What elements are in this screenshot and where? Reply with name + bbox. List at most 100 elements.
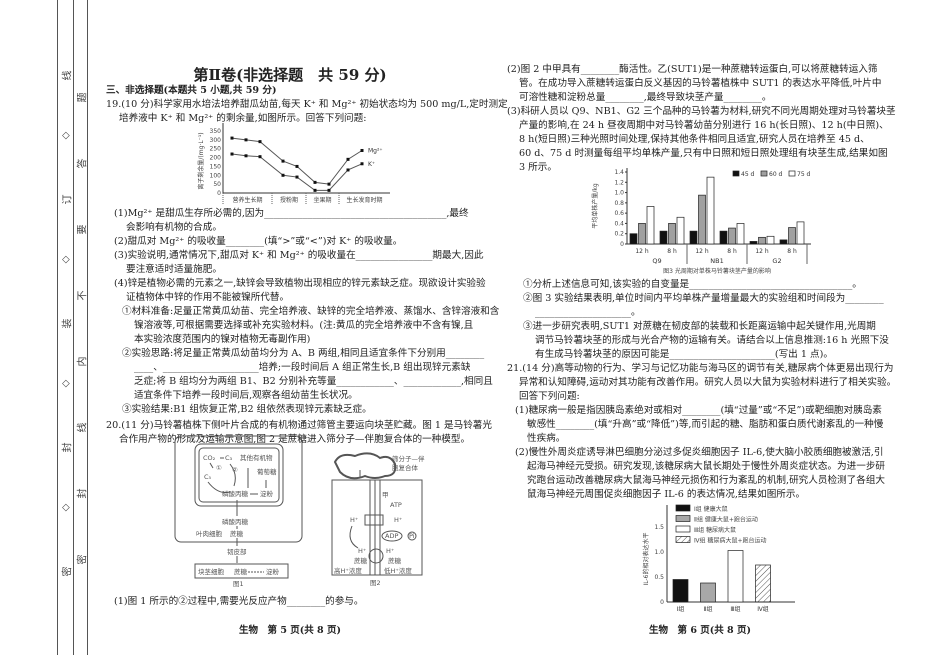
x-tick-label: 12 h — [695, 248, 709, 255]
y-tick-label: 1.5 — [654, 524, 664, 531]
page-footer-right: 生物 第 6 页(共 8 页) — [649, 625, 751, 636]
text-line: 3 所示。 — [519, 162, 557, 173]
text-line: 敏感性________(填“升高”或“降低”)等,而引起的糖、脂肪和蛋白质代谢紊… — [527, 419, 884, 430]
y-tick-label: 300 — [210, 137, 222, 144]
bar — [638, 223, 646, 245]
text-line: 究跑台运动改善糖尿病大鼠海马神经元损伤和行为紊乱的机制,研究人员检测了各组大 — [527, 475, 886, 486]
text-line: 8 h(短日照)三种光照时间处理,保持其他条件相同且适宜,研究人员在培养至 45… — [519, 134, 870, 145]
data-point — [244, 138, 248, 142]
pi-label: Pi — [409, 532, 415, 540]
high-h-concentration-label: 高H⁺浓度 — [334, 566, 362, 575]
data-point — [281, 159, 285, 163]
data-point — [295, 164, 299, 168]
text-line: ③实验结果:B1 组恢复正常,B2 组依然表现锌元素缺乏症。 — [122, 404, 372, 415]
data-point — [327, 182, 331, 186]
h-plus-label: H⁺ — [358, 547, 366, 555]
y-tick-label: 200 — [210, 155, 222, 162]
y-tick-label: 250 — [210, 146, 222, 153]
data-point — [360, 162, 364, 166]
h-plus-label: H⁺ — [350, 516, 358, 524]
binding-margin-char: ◇ — [60, 255, 72, 264]
data-point — [295, 175, 299, 179]
sucrose-left-label: 蔗糖 — [354, 556, 368, 565]
legend-label: 75 d — [797, 171, 811, 178]
series-line — [231, 153, 363, 191]
y-axis-label: 平均单株产量/kg — [591, 183, 599, 228]
text-line: 可溶性糖和淀粉总量________,最终导致块茎产量________。 — [519, 92, 772, 103]
text-line: (3)实验说明,通常情况下,甜瓜对 K⁺ 和 Mg²⁺ 的吸收量在_______… — [114, 250, 484, 261]
bar — [736, 223, 745, 245]
mesophyll-cell-label: 叶肉细胞 — [196, 529, 223, 538]
low-h-concentration-label: 低H⁺浓度 — [384, 566, 412, 575]
data-point — [327, 188, 331, 192]
y-tick-label: 0.6 — [614, 210, 624, 217]
q19-intro: 19.(10 分)科学家用水培法培养甜瓜幼苗,每天 K⁺ 和 Mg²⁺ 初始状态… — [106, 98, 508, 126]
text-line: ①材料准备:足量正常黄瓜幼苗、完全培养液、缺锌的完全培养液、蒸馏水、含锌溶液和含 — [122, 306, 500, 317]
bar — [766, 235, 775, 245]
binding-margin-char: 封 — [77, 488, 89, 499]
binding-margin-char: 封 — [62, 442, 74, 453]
binding-margin-char: 密 — [62, 566, 74, 577]
margin-line — [87, 0, 88, 655]
text-line: 镍溶液等,可根据需要选择或补充实验材料。(注:黄瓜的完全培养液中不含有镍,且 — [134, 320, 474, 331]
x-tick-label: Ⅲ组 — [730, 605, 740, 613]
y-tick-label: 1.2 — [614, 179, 624, 186]
data-point — [360, 148, 364, 152]
legend-label: Ⅱ组 健康大鼠+跑台运动 — [694, 516, 758, 524]
adp-label: ADP — [385, 532, 398, 540]
bar — [727, 550, 744, 603]
variety-label: G2 — [772, 257, 781, 265]
complex-label: 筛分子—伴 — [392, 454, 425, 463]
text-line: 培养液中 K⁺ 和 Mg²⁺ 的剩余量,如图所示。回答下列问题: — [119, 113, 367, 124]
x-stage-label: 营养生长期 — [232, 196, 262, 204]
text-line: 要注意适时适量施肥。 — [126, 264, 222, 275]
legend-label: 60 d — [769, 171, 783, 178]
variety-label: Q9 — [652, 257, 661, 265]
binding-margin-char: ◇ — [60, 379, 72, 388]
triose-phosphate-2-label: 磷酸丙糖 — [222, 517, 249, 526]
x-tick-label: 8 h — [667, 248, 677, 255]
y-tick-label: 1.4 — [614, 169, 624, 176]
data-point — [313, 180, 317, 184]
text-line: 合作用产物的形成及运输示意图,图 2 是蔗糖进入筛分子—伴胞复合体的一种模型。 — [119, 434, 471, 445]
x-stage-label: 生长发育时期 — [346, 196, 382, 204]
text-line: 本实验浓度范围内的镍对植物无毒副作用) — [134, 334, 311, 345]
text-line: (2)甜瓜对 Mg²⁺ 的吸收量________(填“>”或“<”)对 K⁺ 的… — [114, 236, 403, 247]
c3-label: C₃ — [225, 454, 233, 462]
text-line: 异常和认知障碍,运动对其功能有改善作用。研究人员以大鼠为实验材料进行了相关实验。 — [519, 377, 897, 388]
text-line: 19.(10 分)科学家用水培法培养甜瓜幼苗,每天 K⁺ 和 Mg²⁺ 初始状态… — [106, 99, 508, 110]
legend-swatch — [675, 515, 691, 522]
data-point — [313, 188, 317, 192]
y-tick-label: 350 — [210, 128, 222, 135]
co2-label: CO₂ — [203, 454, 216, 462]
text-line: 会影响有机物的合成。 — [126, 222, 222, 233]
complex-label-2: 胞复合体 — [392, 463, 419, 472]
bar — [719, 230, 728, 245]
tuber-cell-label: 块茎细胞 — [198, 567, 225, 576]
glucose-label: 葡萄糖 — [257, 467, 277, 476]
jia-label: 甲 — [382, 491, 389, 499]
bar — [700, 582, 716, 603]
text-line: (1)糖尿病一般是指因胰岛素绝对或相对________(填“过量”或“不足”)或… — [515, 405, 882, 416]
text-line: 适宜条件下培养一段时间后,观察各组幼苗生长状况。 — [134, 390, 358, 401]
text-line: 21.(14 分)高等动物的行为、学习与记忆功能与海马区的调节有关,糖尿病个体更… — [507, 363, 894, 374]
binding-margin-char: 装 — [62, 318, 74, 329]
legend-swatch — [732, 170, 740, 177]
h-plus-label: H⁺ — [386, 547, 394, 555]
bar — [672, 579, 689, 603]
legend-swatch — [760, 170, 768, 177]
bar — [755, 564, 771, 603]
data-point — [230, 136, 234, 140]
y-axis-label: IL-6的相对表达水平 — [642, 533, 650, 586]
legend-label: 45 d — [741, 171, 755, 178]
x-tick-label: Ⅱ组 — [704, 605, 713, 613]
data-point — [258, 140, 262, 144]
text-line: ②实验思路:将足量正常黄瓜幼苗均分为 A、B 两组,相同且适宜条件下分别用___… — [122, 348, 485, 359]
text-line: 证植物体中锌的作用不能被镍所代替。 — [126, 292, 290, 303]
binding-margin-char: 不 — [77, 290, 89, 301]
step2-label: ② — [232, 466, 238, 474]
text-line: 性疾病。 — [527, 433, 566, 444]
y-tick-label: 150 — [210, 163, 222, 170]
sucrose-right-label: 蔗糖 — [388, 556, 402, 565]
